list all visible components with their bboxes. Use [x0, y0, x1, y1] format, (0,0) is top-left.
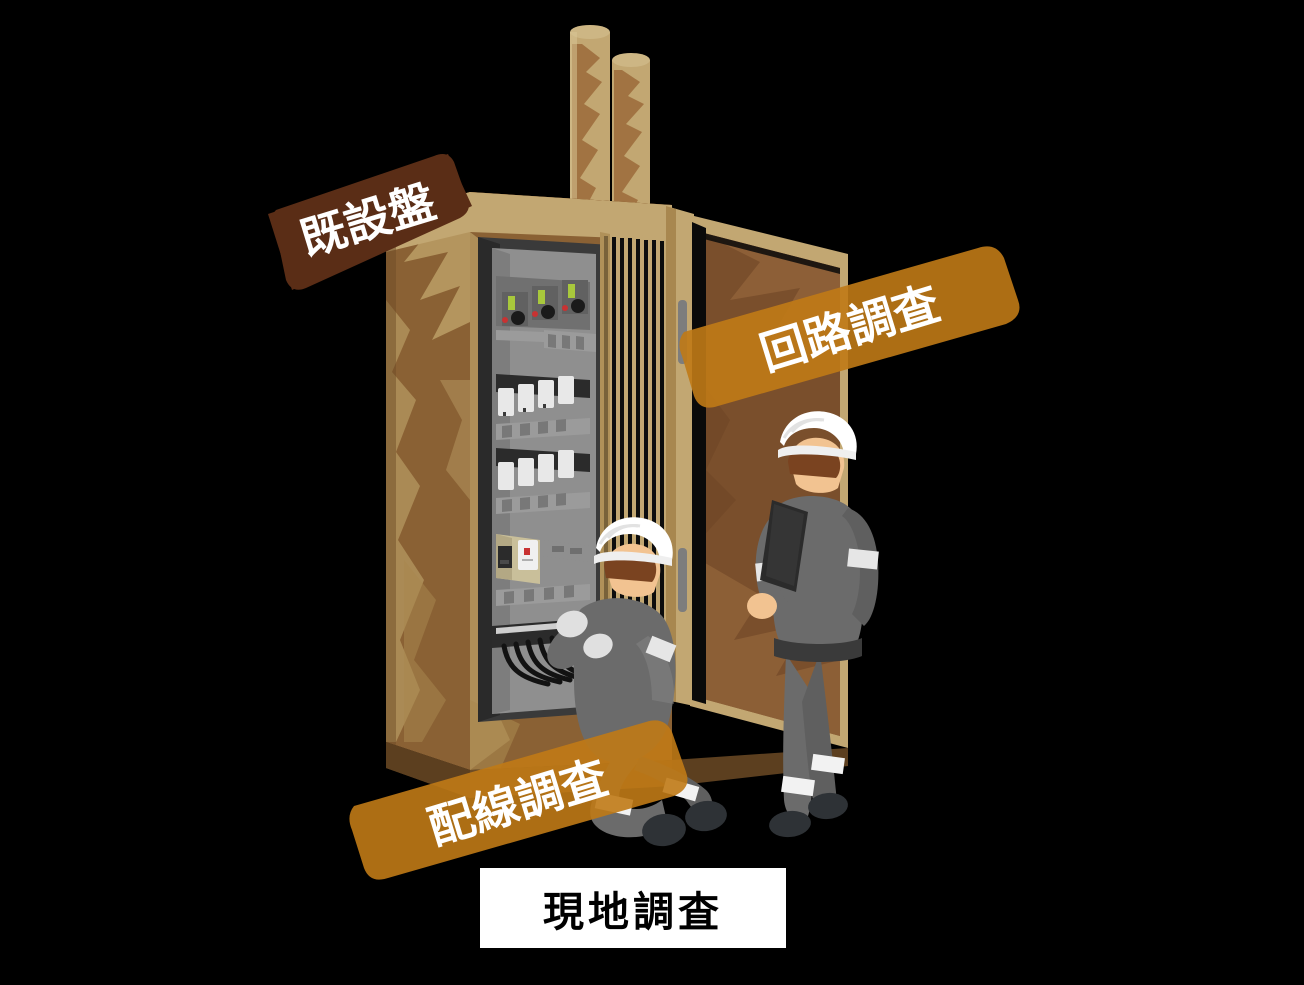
worker-standing — [747, 411, 879, 838]
boot — [685, 800, 727, 832]
arm-band — [645, 635, 677, 663]
arm-band — [847, 548, 879, 570]
banner-wiring-survey-shape: 配線調査 — [349, 720, 688, 880]
meter-1 — [502, 292, 528, 326]
banner-circuit-survey-shape: 回路調査 — [679, 246, 1020, 408]
hinge-lower — [678, 548, 687, 612]
reflective-band — [811, 753, 845, 775]
glove — [583, 633, 613, 659]
banner-wiring-survey: 配線調査 — [348, 690, 692, 890]
meter-row — [496, 276, 590, 344]
boot — [808, 792, 848, 820]
boot — [642, 813, 686, 847]
glove — [556, 610, 588, 638]
banner-existing-panel: 既設盤 — [262, 148, 476, 296]
banner-circuit-survey: 回路調査 — [676, 208, 1024, 420]
control-device — [496, 534, 590, 606]
meter-3 — [562, 280, 588, 314]
reflective-band — [781, 775, 815, 797]
hand — [747, 593, 777, 619]
tool-belt — [774, 638, 862, 662]
boot — [769, 810, 811, 838]
breaker-row-2 — [496, 448, 590, 514]
din-rail-upper — [544, 330, 596, 352]
caption-text: 現地調査 — [543, 889, 723, 935]
banner-existing-panel-shape: 既設盤 — [268, 154, 472, 290]
cabinet-hinge-stile — [666, 206, 694, 706]
meter-2 — [532, 286, 558, 320]
caption-box: 現地調査 — [480, 868, 786, 948]
breaker-row-1 — [496, 374, 590, 440]
